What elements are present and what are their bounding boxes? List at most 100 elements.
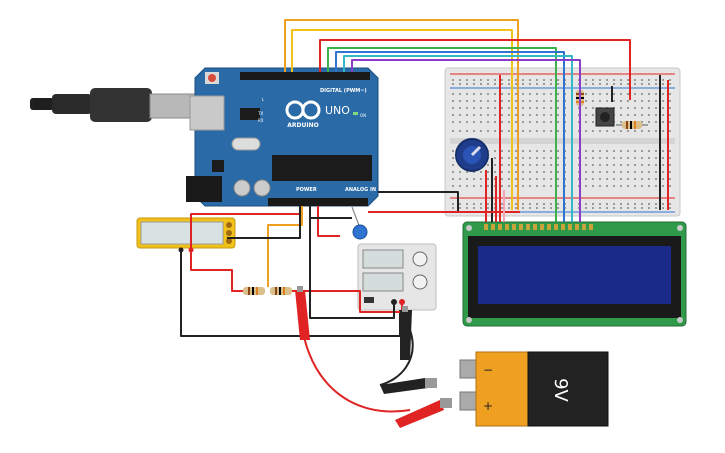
breadboard-hole [494, 157, 496, 159]
battery-9v: − + 9V [459, 351, 609, 427]
breadboard-hole [480, 171, 482, 173]
push-button[interactable] [595, 107, 615, 127]
arduino-logo [285, 100, 321, 120]
breadboard-hole [550, 107, 552, 109]
resistor-left [243, 287, 265, 295]
breadboard-hole [543, 130, 545, 132]
breadboard-hole [487, 207, 489, 209]
breadboard-hole [494, 121, 496, 123]
breadboard-hole [613, 164, 615, 166]
breadboard-hole [662, 203, 664, 205]
breadboard-hole [452, 164, 454, 166]
breadboard-hole [557, 207, 559, 209]
breadboard-hole [515, 185, 517, 187]
breadboard-hole [627, 164, 629, 166]
on-led-label: ON [360, 113, 366, 118]
breadboard-hole [550, 150, 552, 152]
breadboard-hole [487, 83, 489, 85]
breadboard-hole [508, 107, 510, 109]
breadboard-hole [641, 107, 643, 109]
breadboard-hole [529, 185, 531, 187]
breadboard-hole [550, 83, 552, 85]
breadboard-hole [536, 171, 538, 173]
breadboard-hole [452, 178, 454, 180]
breadboard-hole [487, 164, 489, 166]
breadboard-hole [641, 130, 643, 132]
potentiometer[interactable] [455, 138, 489, 172]
breadboard-hole [655, 93, 657, 95]
breadboard-hole [494, 93, 496, 95]
lcd-pin [568, 224, 572, 230]
breadboard-hole [634, 130, 636, 132]
breadboard-hole [620, 107, 622, 109]
breadboard-hole [473, 185, 475, 187]
breadboard-hole [487, 171, 489, 173]
breadboard-hole [494, 100, 496, 102]
breadboard-hole [585, 93, 587, 95]
breadboard-hole [613, 207, 615, 209]
breadboard-hole [508, 121, 510, 123]
breadboard-hole [599, 100, 601, 102]
breadboard-hole [606, 185, 608, 187]
breadboard-hole [662, 121, 664, 123]
breadboard-hole [522, 207, 524, 209]
breadboard-hole [662, 178, 664, 180]
breadboard-hole [522, 203, 524, 205]
breadboard-hole [529, 203, 531, 205]
breadboard-hole [536, 150, 538, 152]
breadboard-hole [529, 130, 531, 132]
breadboard-hole [599, 83, 601, 85]
breadboard-hole [480, 203, 482, 205]
breadboard-hole [550, 114, 552, 116]
breadboard-hole [634, 79, 636, 81]
reset-button[interactable] [208, 74, 216, 82]
breadboard-hole [508, 79, 510, 81]
breadboard-hole [641, 203, 643, 205]
breadboard-hole [473, 114, 475, 116]
breadboard-hole [494, 83, 496, 85]
breadboard-hole [536, 93, 538, 95]
breadboard-hole [494, 164, 496, 166]
breadboard-hole [606, 207, 608, 209]
breadboard-hole [585, 164, 587, 166]
breadboard-hole [494, 171, 496, 173]
breadboard-hole [543, 164, 545, 166]
power-label: POWER [296, 187, 317, 193]
breadboard-hole [459, 121, 461, 123]
breadboard-hole [592, 130, 594, 132]
breadboard-hole [585, 157, 587, 159]
breadboard-hole [466, 83, 468, 85]
breadboard-hole [627, 107, 629, 109]
breadboard-hole [648, 130, 650, 132]
breadboard-hole [501, 150, 503, 152]
breadboard-hole [585, 114, 587, 116]
lcd-pin [561, 224, 565, 230]
breadboard-hole [641, 150, 643, 152]
breadboard-hole [627, 171, 629, 173]
breadboard-hole [550, 207, 552, 209]
breadboard-hole [669, 207, 671, 209]
power-analog-header [268, 198, 368, 206]
breadboard-hole [620, 164, 622, 166]
lcd-pin [575, 224, 579, 230]
breadboard-hole [480, 93, 482, 95]
breadboard-hole [662, 107, 664, 109]
breadboard-hole [550, 157, 552, 159]
breadboard-hole [620, 171, 622, 173]
tx-led-label: TX [257, 111, 263, 116]
breadboard-hole [557, 178, 559, 180]
breadboard-hole [648, 107, 650, 109]
breadboard-hole [480, 178, 482, 180]
power-meter [357, 243, 437, 311]
breadboard-hole [515, 150, 517, 152]
breadboard-hole [480, 79, 482, 81]
breadboard-hole [585, 130, 587, 132]
breadboard-hole [606, 93, 608, 95]
breadboard-hole [648, 203, 650, 205]
breadboard-hole [669, 114, 671, 116]
breadboard-hole [627, 93, 629, 95]
breadboard-hole [627, 114, 629, 116]
breadboard-hole [641, 100, 643, 102]
breadboard-hole [662, 114, 664, 116]
red-clip-battery [395, 398, 452, 428]
